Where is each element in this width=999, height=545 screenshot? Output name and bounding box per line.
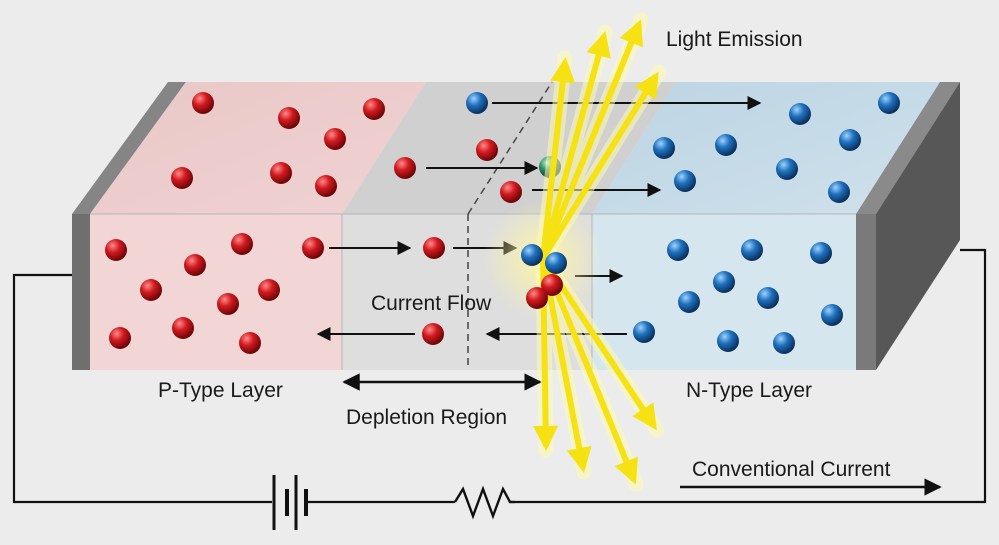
conventional-current-label: Conventional Current	[692, 458, 891, 481]
p-region-holes	[105, 92, 385, 354]
p-type-layer-label: P-Type Layer	[158, 379, 283, 402]
carrier-flow-arrows	[316, 96, 762, 341]
circuit-wire	[12, 248, 987, 504]
n-type-layer-label: N-Type Layer	[686, 379, 812, 402]
n-region-electrons	[633, 92, 900, 354]
battery-symbol	[272, 475, 308, 530]
junction-line	[467, 81, 553, 370]
current-flow-label: Current Flow	[371, 292, 492, 315]
resistor-symbol	[453, 485, 515, 520]
p-type-front-face	[90, 214, 342, 370]
recombination-cluster	[521, 244, 567, 309]
depletion-region-label: Depletion Region	[346, 406, 507, 429]
light-emission-label: Light Emission	[666, 28, 803, 51]
